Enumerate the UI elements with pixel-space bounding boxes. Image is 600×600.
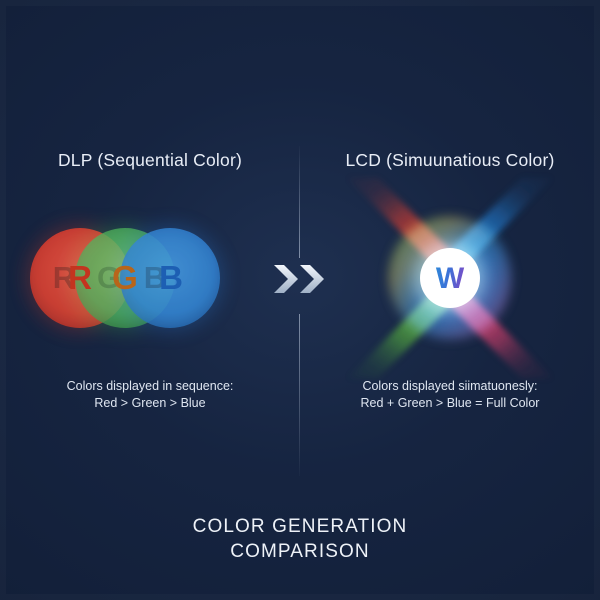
blue-circle bbox=[120, 228, 220, 328]
right-panel-title: LCD (Simuunatious Color) bbox=[345, 150, 555, 170]
rgb-venn-diagram bbox=[26, 224, 224, 332]
footer-title: COLOR GENERATION COMPARISON bbox=[0, 514, 600, 564]
right-panel-caption: Colors displayed siimatuonesly: Red + Gr… bbox=[300, 378, 600, 412]
footer-title-line-2: COMPARISON bbox=[230, 541, 370, 562]
double-chevron-right-icon bbox=[274, 265, 324, 293]
left-panel-title: DLP (Sequential Color) bbox=[57, 150, 243, 170]
right-caption-line-1: Colors displayed siimatuonesly: bbox=[362, 379, 538, 393]
footer-title-line-1: COLOR GENERATION bbox=[192, 516, 408, 537]
left-caption-line-2: Red > Green > Blue bbox=[94, 396, 206, 410]
venn-circle-group bbox=[30, 228, 220, 328]
left-caption-line-1: Colors displayed in sequence: bbox=[66, 379, 234, 393]
white-letter: W bbox=[420, 248, 480, 308]
right-caption-line-2: Red + Green > Blue = Full Color bbox=[360, 396, 540, 410]
left-panel-caption: Colors displayed in sequence: Red > Gree… bbox=[0, 378, 300, 412]
